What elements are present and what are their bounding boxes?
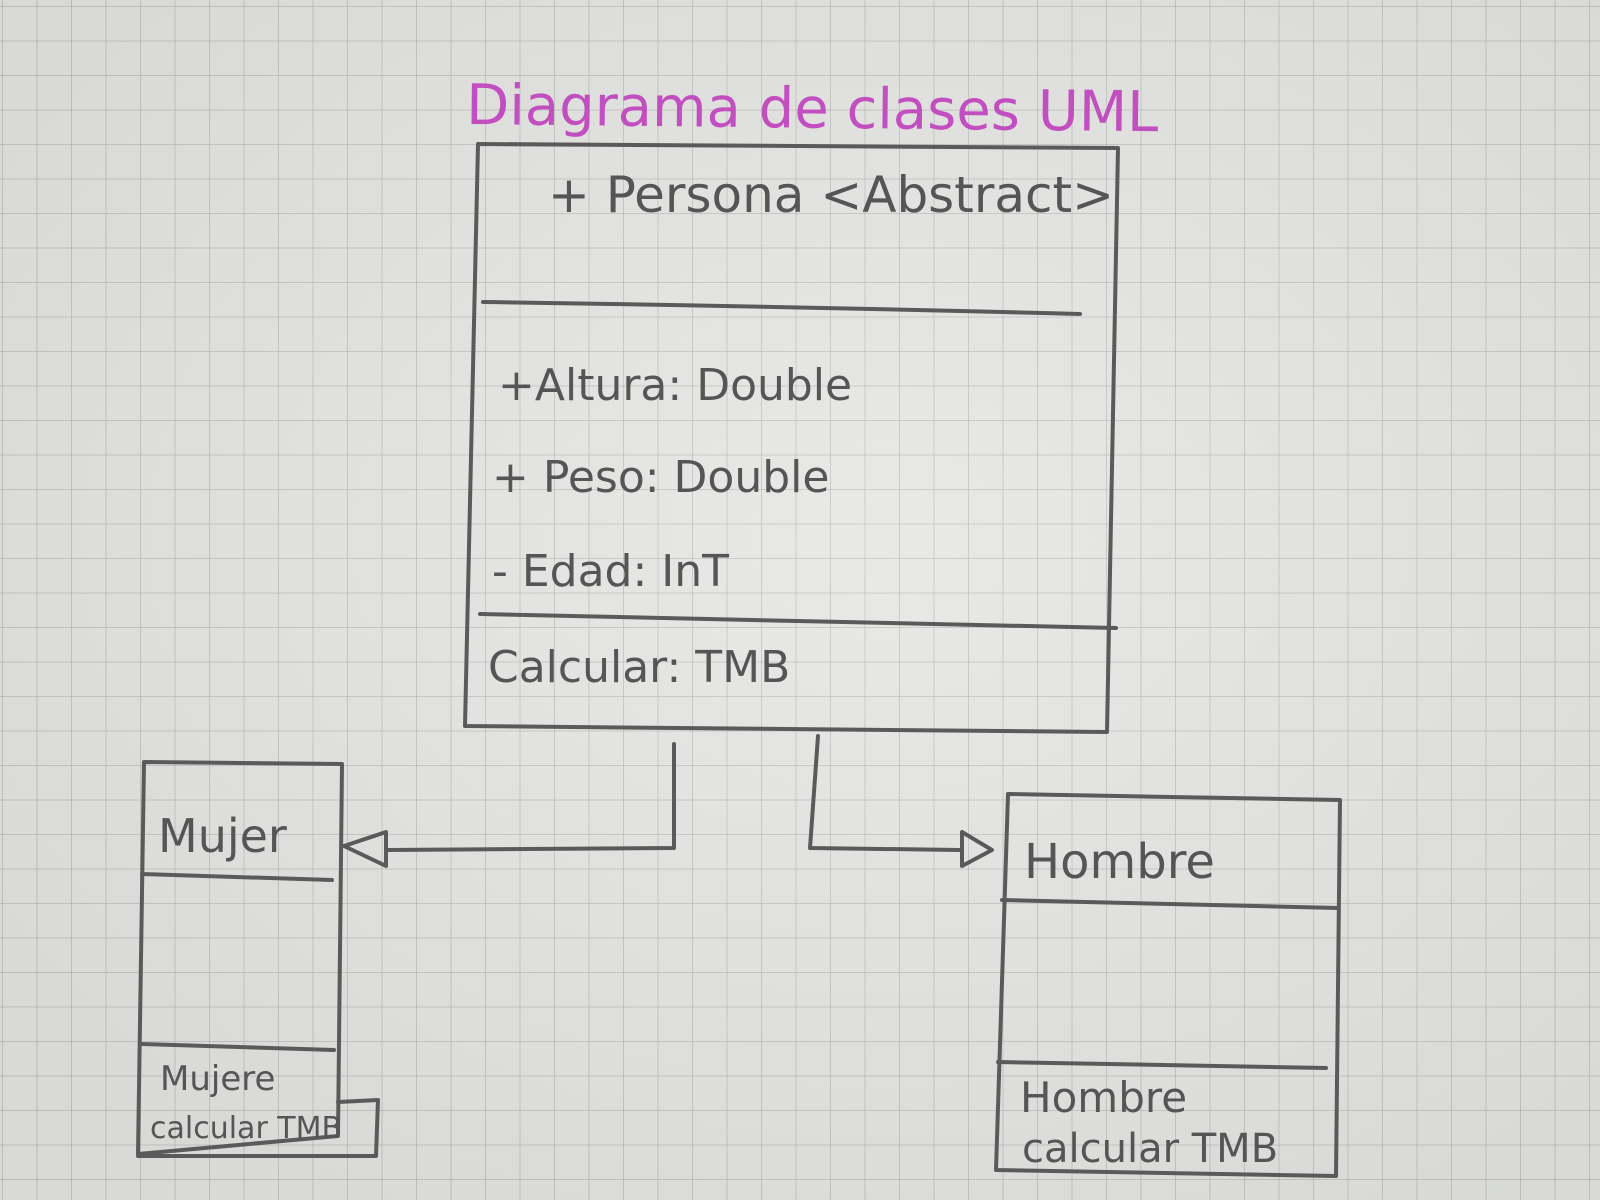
mujer-name-divider bbox=[140, 872, 334, 882]
hombre-method-1: Hombre bbox=[1020, 1073, 1187, 1122]
connector-line bbox=[808, 734, 962, 852]
hollow-triangle-arrowhead bbox=[960, 830, 994, 868]
persona-name-divider bbox=[481, 300, 1082, 316]
hombre-class-name: Hombre bbox=[1024, 834, 1215, 890]
mujer-box bbox=[136, 760, 344, 1156]
inheritance-arrow-mujer bbox=[342, 742, 676, 868]
persona-attr-divider bbox=[478, 612, 1118, 630]
hollow-triangle-arrowhead bbox=[342, 830, 388, 868]
mujer-method-bracket bbox=[136, 1098, 380, 1158]
persona-attribute-altura: +Altura: Double bbox=[498, 360, 852, 411]
connector-line bbox=[386, 742, 676, 852]
class-mujer bbox=[136, 760, 380, 1158]
persona-attribute-peso: + Peso: Double bbox=[492, 452, 829, 503]
class-hombre bbox=[994, 792, 1342, 1178]
diagram-title: Diagrama de clases UML bbox=[466, 73, 1159, 145]
inheritance-arrow-hombre bbox=[808, 734, 994, 868]
persona-class-name: + Persona <Abstract> bbox=[548, 166, 1114, 224]
mujer-class-name: Mujer bbox=[158, 809, 287, 863]
mujer-method-2: calcular TMB bbox=[150, 1111, 342, 1146]
persona-box bbox=[463, 142, 1120, 734]
hombre-box bbox=[994, 792, 1342, 1178]
hombre-method-2: calcular TMB bbox=[1022, 1126, 1278, 1172]
persona-attribute-edad: - Edad: InT bbox=[492, 546, 729, 597]
persona-method: Calcular: TMB bbox=[488, 642, 790, 693]
hombre-name-divider bbox=[1000, 898, 1340, 910]
hombre-attr-divider bbox=[996, 1060, 1328, 1070]
mujer-method-1: Mujere bbox=[160, 1059, 275, 1099]
mujer-attr-divider bbox=[140, 1042, 336, 1052]
class-persona bbox=[463, 142, 1120, 734]
